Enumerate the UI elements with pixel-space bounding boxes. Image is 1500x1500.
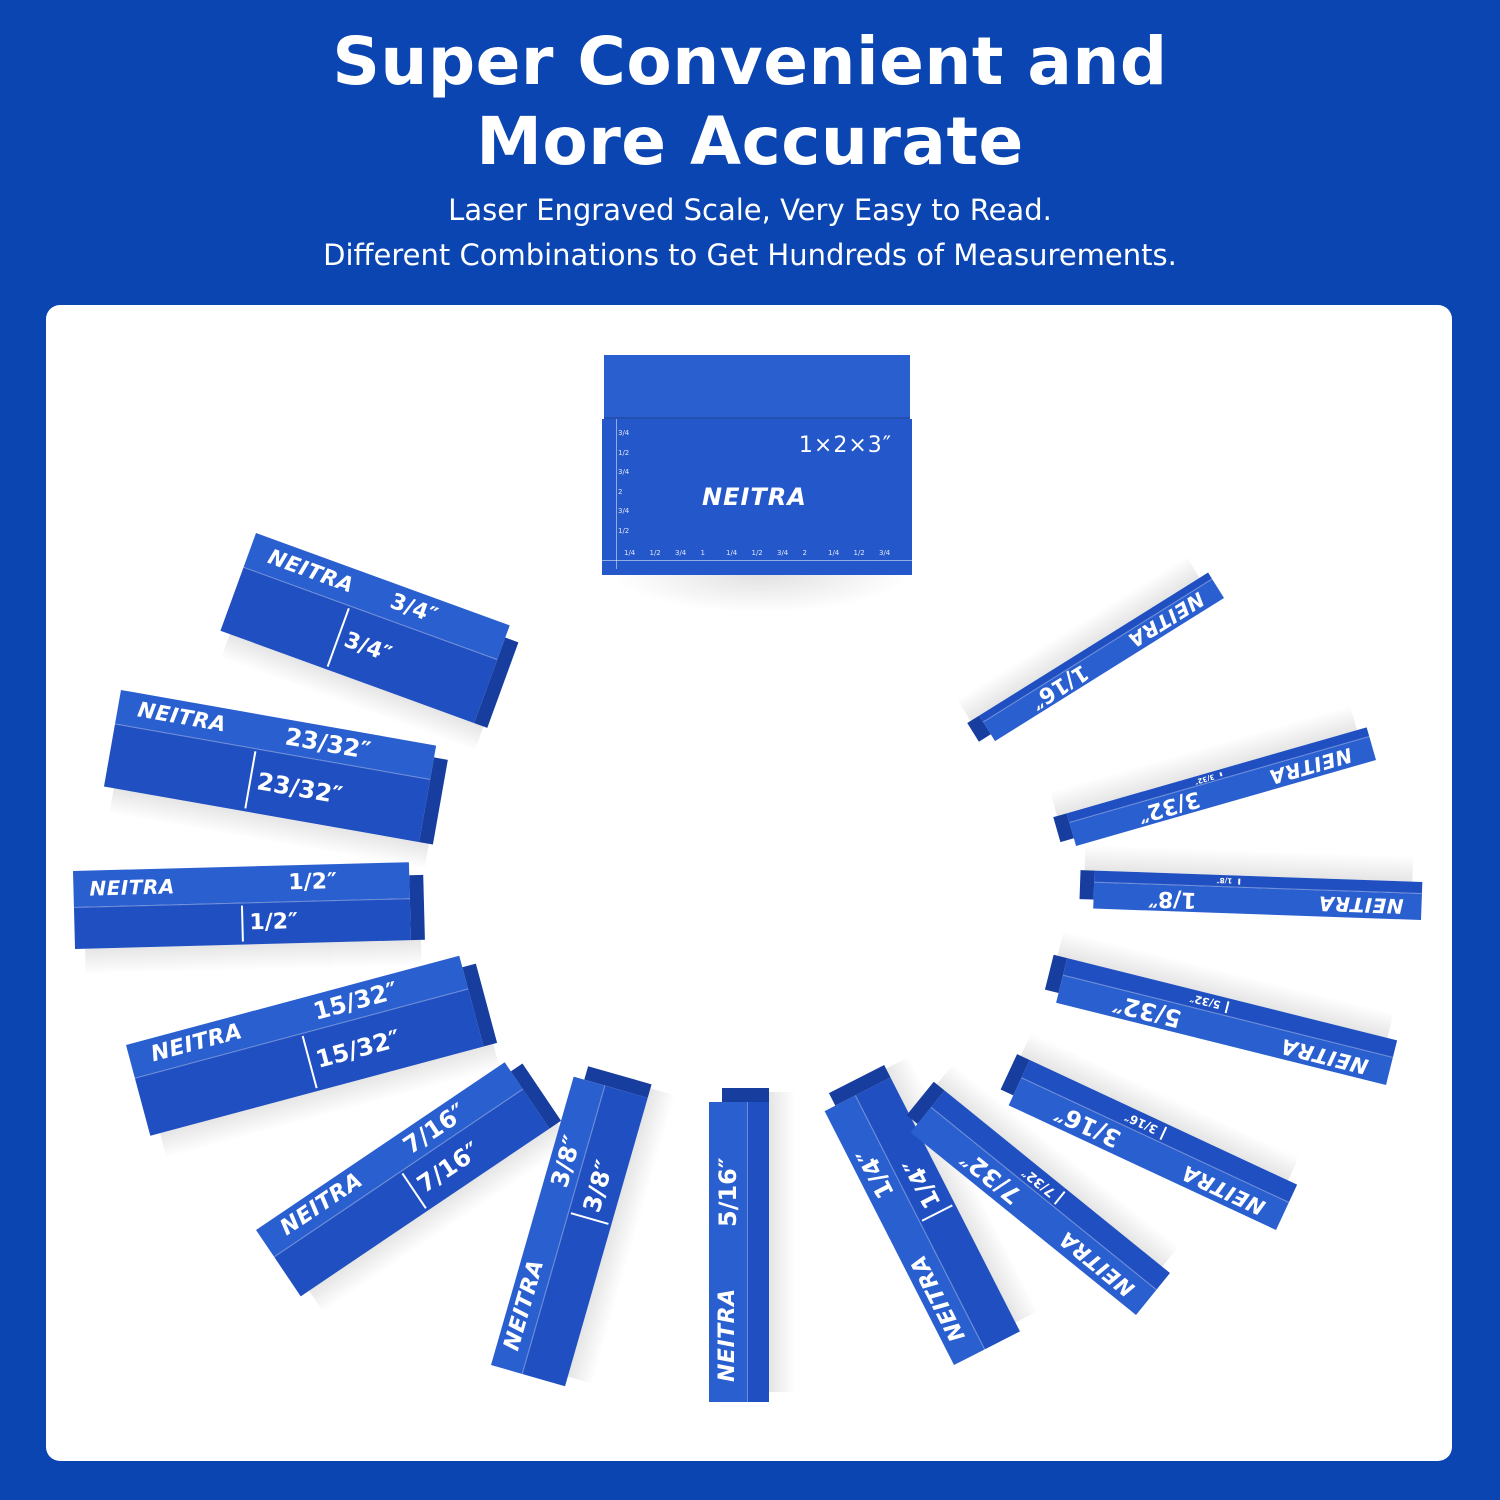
subtitle-line-1: Laser Engraved Scale, Very Easy to Read. <box>448 193 1052 227</box>
page-title-line-1: Super Convenient and <box>332 23 1168 100</box>
block-side-size-label: 1/2″ <box>249 908 299 936</box>
block-brand-logo: NEITRA <box>714 1288 740 1382</box>
ruler-tick-label: 3/4 <box>618 507 630 515</box>
block-size-label: 1/2″ <box>288 868 338 896</box>
ruler-tick-label: 1/2 <box>649 549 661 557</box>
page-title-line-2: More Accurate <box>476 103 1024 180</box>
ruler-tick-label: 1 <box>700 549 705 557</box>
block-brand-logo: NEITRA <box>1317 891 1404 919</box>
block-end-face <box>722 1088 769 1102</box>
block-brand-logo: NEITRA <box>89 874 176 901</box>
block-shadow <box>956 555 1200 721</box>
ruler-tick-label: 1/4 <box>624 549 636 557</box>
ruler-tick-label: 3/4 <box>618 468 630 476</box>
ruler-tick-label: 3/4 <box>618 429 630 437</box>
big-block-top-face <box>604 355 910 419</box>
big-block-dimensions: 1×2×3″ <box>798 433 892 458</box>
block-shadow <box>769 1092 795 1392</box>
ruler-tick-label: 1/2 <box>618 448 630 457</box>
height-arrow-icon <box>1238 878 1241 885</box>
big-block-shadow <box>612 573 912 613</box>
ruler-tick-label: 2 <box>618 487 623 496</box>
ruler-tick-label: 3/4 <box>675 549 687 557</box>
block-front-face <box>747 1102 769 1402</box>
big-block-brand-logo: NEITRA <box>702 483 807 511</box>
ruler-tick-label: 1/2 <box>853 549 865 557</box>
ruler-tick-label: 1/4 <box>726 549 738 557</box>
ruler-tick-label: 1/2 <box>618 526 630 535</box>
ruler-tick-label: 1/4 <box>828 549 840 557</box>
block-front-face <box>979 572 1213 723</box>
subtitle-line-2: Different Combinations to Get Hundreds o… <box>323 238 1177 272</box>
ruler-tick-label: 3/4 <box>879 549 891 557</box>
vertical-ruler-scale: 3/4 1/2 3/4 2 3/4 1/2 <box>602 419 629 569</box>
ruler-tick-label: 2 <box>802 549 807 557</box>
header: Super Convenient and More Accurate Laser… <box>0 0 1500 300</box>
horizontal-ruler-scale: 1/4 1/2 3/4 1 1/4 1/2 3/4 2 1/4 1/2 3/4 <box>602 549 912 575</box>
block-size-label: 1/8″ <box>1147 885 1198 913</box>
block-end-face <box>409 874 425 941</box>
block-size-label: 5/16″ <box>713 1157 742 1227</box>
ruler-tick-label: 3/4 <box>777 549 789 557</box>
block-side-size-label: 1/8″ <box>1216 876 1233 886</box>
ruler-tick-label: 1/2 <box>751 549 763 557</box>
block-end-face <box>1079 870 1095 900</box>
